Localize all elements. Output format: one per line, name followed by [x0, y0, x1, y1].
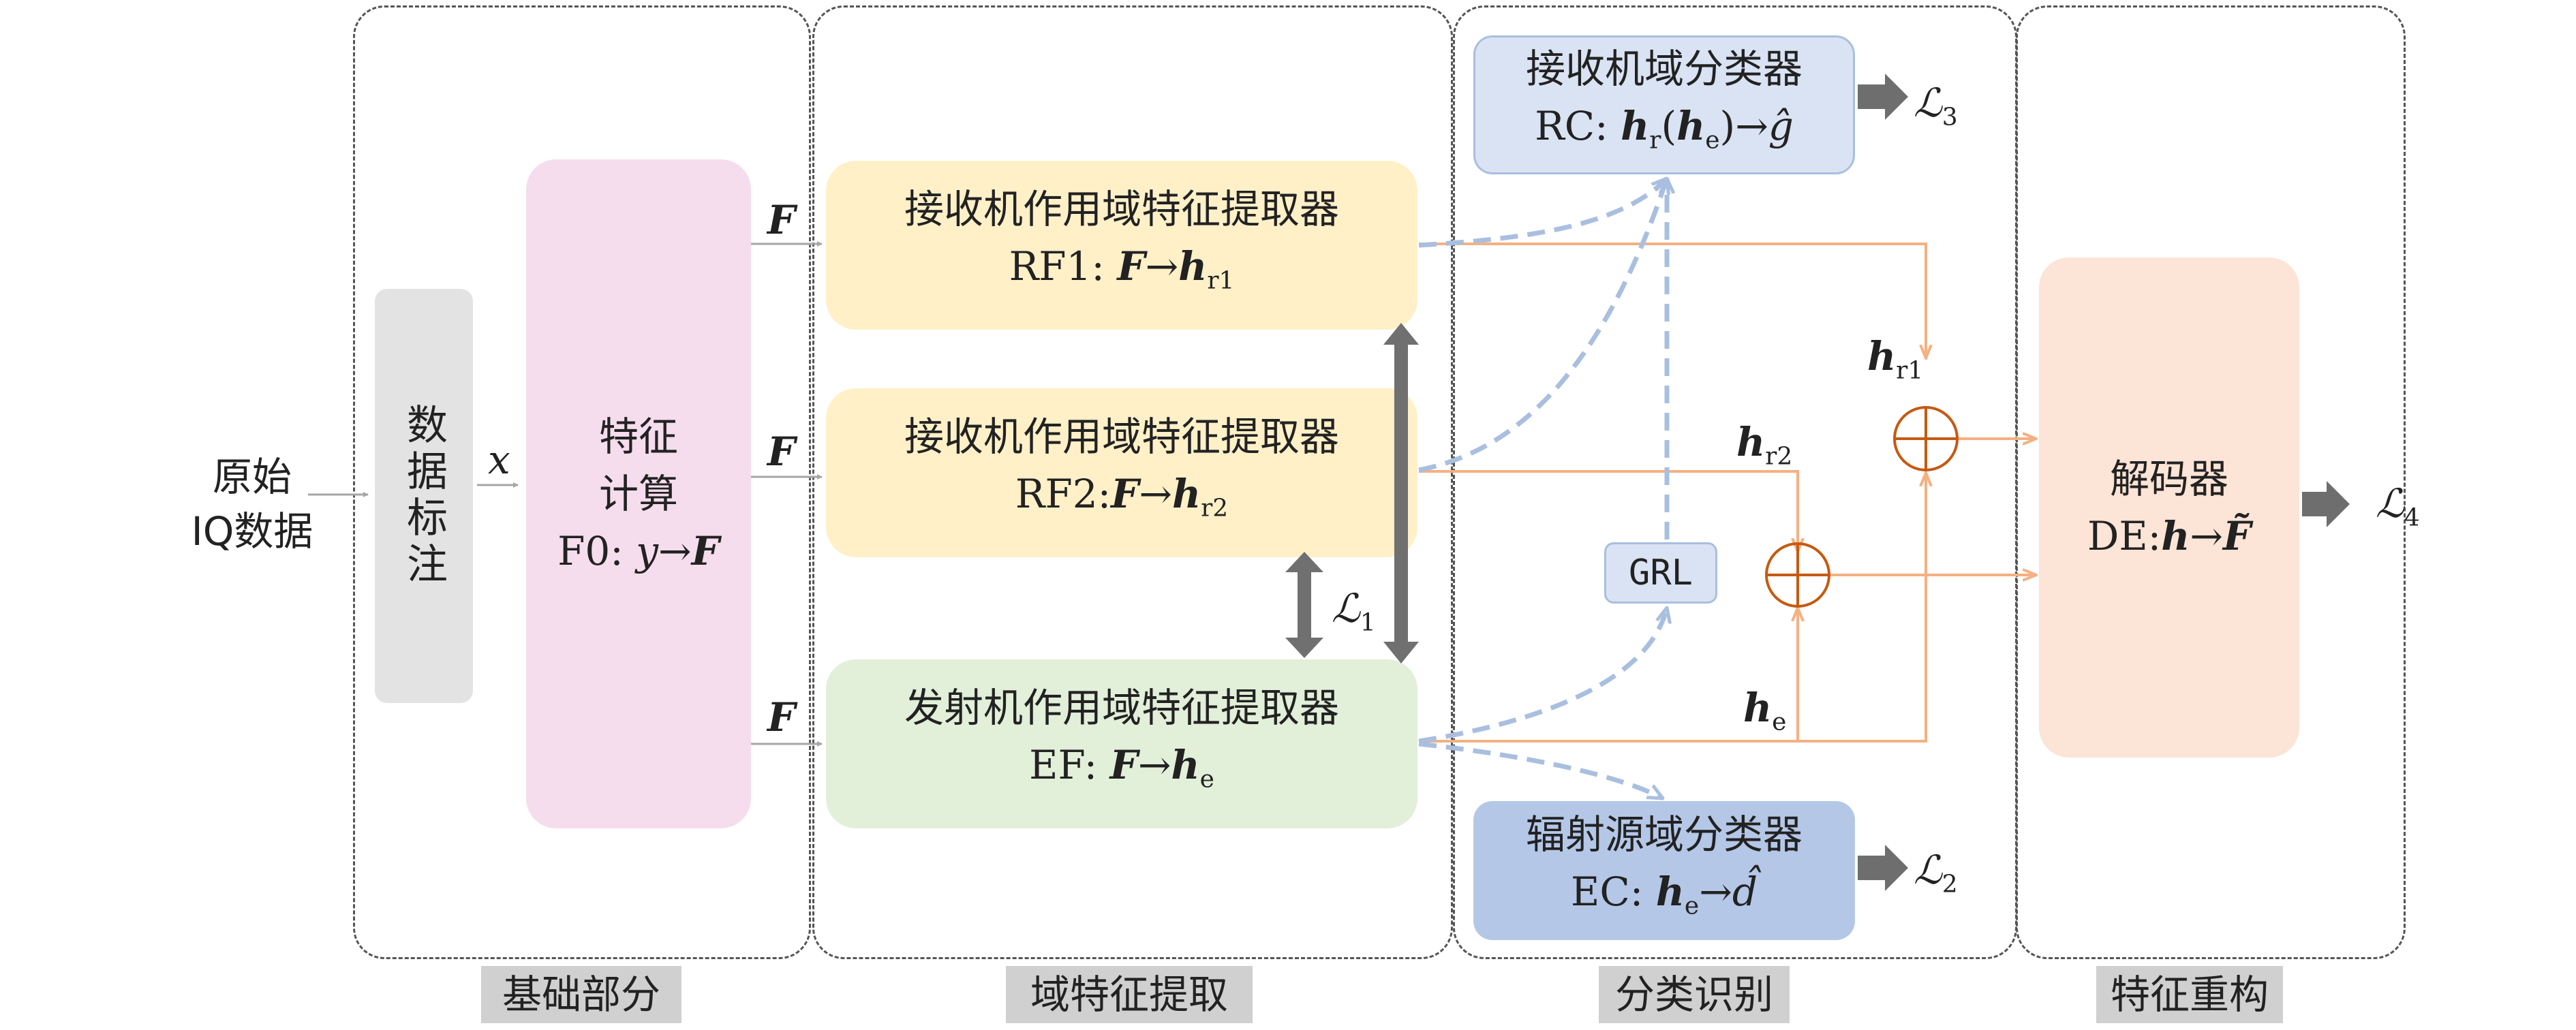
- decoder-h: h: [2161, 513, 2190, 559]
- decoder-box: 解码器 DE:h→F̃: [2039, 258, 2299, 758]
- section-basic: 基础部分: [481, 966, 681, 1023]
- label-h-r1-h: h: [1867, 333, 1897, 379]
- rf1-out: h: [1178, 243, 1208, 290]
- ec-h: h: [1655, 869, 1685, 916]
- rf2-sub: r2: [1201, 494, 1229, 522]
- grl-label: GRL: [1629, 552, 1693, 593]
- rc-hsub: r: [1649, 126, 1661, 155]
- rc-open: (: [1661, 103, 1677, 150]
- data-labeling-text: 数据标注: [399, 403, 448, 589]
- label-h-r1-sub: r1: [1896, 356, 1924, 385]
- rc-arrow: →: [1735, 103, 1768, 150]
- ef-sub: e: [1199, 765, 1214, 794]
- loss-l2: ℒ2: [1914, 846, 1958, 909]
- formula-var: y: [636, 528, 659, 574]
- rc-h: h: [1621, 103, 1650, 150]
- label-h-r2-sub: r2: [1765, 442, 1793, 471]
- ec-formula: EC: he→d̂: [1571, 863, 1758, 935]
- rf1-extractor-box: 接收机作用域特征提取器 RF1: F→hr1: [826, 161, 1417, 330]
- ec-prefix: EC:: [1571, 869, 1656, 916]
- rf2-out: h: [1171, 471, 1201, 518]
- rc-h2: h: [1676, 103, 1706, 150]
- label-h-r1: hr1: [1867, 332, 1923, 395]
- decoder-prefix: DE:: [2087, 513, 2162, 559]
- section-reconstruction: 特征重构: [2096, 966, 2283, 1023]
- rc-formula: RC: hr(he)→ĝ: [1535, 97, 1794, 170]
- panel-reconstruction: [2016, 5, 2406, 959]
- loss-l3-sub: 3: [1942, 103, 1958, 131]
- label-h-e-h: h: [1743, 685, 1773, 731]
- ef-extractor-box: 发射机作用域特征提取器 EF: F→he: [826, 659, 1417, 828]
- rf1-in: F: [1117, 243, 1146, 290]
- rc-title: 接收机域分类器: [1525, 46, 1803, 93]
- feature-calc-box: 特征 计算 F0: y→F: [526, 159, 751, 828]
- raw-iq-line1: 原始: [212, 454, 292, 500]
- data-labeling-box: 数据标注: [375, 289, 473, 703]
- loss-l4: ℒ4: [2376, 480, 2420, 542]
- raw-iq-line2: IQ数据: [191, 508, 313, 555]
- ec-arrow: →: [1699, 869, 1732, 916]
- loss-l2-symbol: ℒ: [1914, 847, 1942, 893]
- section-classification: 分类识别: [1599, 966, 1790, 1023]
- ef-title: 发射机作用域特征提取器: [904, 685, 1339, 732]
- rf2-formula: RF2:F→hr2: [1015, 465, 1228, 537]
- rf2-title: 接收机作用域特征提取器: [904, 413, 1339, 461]
- input-variable-x: x: [488, 437, 510, 483]
- ef-out: h: [1171, 742, 1200, 789]
- decoder-formula: DE:h→F̃: [2087, 508, 2251, 565]
- rf1-prefix: RF1:: [1009, 243, 1118, 290]
- rf2-prefix: RF2:: [1015, 471, 1111, 518]
- arrow-label-f2: F: [767, 428, 796, 475]
- ec-classifier-box: 辐射源域分类器 EC: he→d̂: [1473, 801, 1855, 940]
- rf2-extractor-box: 接收机作用域特征提取器 RF2:F→hr2: [826, 388, 1417, 557]
- ef-prefix: EF:: [1029, 742, 1110, 789]
- ec-hsub: e: [1684, 892, 1700, 920]
- ec-title: 辐射源域分类器: [1525, 811, 1803, 858]
- rc-prefix: RC:: [1535, 103, 1621, 150]
- rc-h2sub: e: [1705, 126, 1720, 155]
- label-h-e: he: [1743, 684, 1786, 747]
- grl-box: GRL: [1604, 542, 1717, 604]
- feature-calc-formula: F0: y→F: [557, 522, 720, 580]
- arrow-label-f1: F: [767, 197, 796, 243]
- decoder-out: F̃: [2222, 513, 2252, 559]
- rf1-sub: r1: [1207, 266, 1235, 295]
- rf1-arrow: →: [1145, 243, 1179, 290]
- label-h-r2-h: h: [1736, 419, 1766, 465]
- loss-l3-symbol: ℒ: [1914, 80, 1942, 126]
- ef-formula: EF: F→he: [1029, 736, 1214, 809]
- formula-out: F: [691, 528, 720, 574]
- rc-out: ĝ: [1768, 103, 1794, 150]
- ec-out: d̂: [1732, 869, 1758, 916]
- rc-classifier-box: 接收机域分类器 RC: hr(he)→ĝ: [1473, 35, 1855, 174]
- ef-arrow: →: [1137, 742, 1171, 789]
- rf1-formula: RF1: F→hr1: [1009, 238, 1235, 310]
- section-domain-extraction: 域特征提取: [1006, 966, 1253, 1023]
- loss-l4-sub: 4: [2404, 503, 2420, 532]
- rf2-arrow: →: [1139, 471, 1172, 518]
- panel-basic: [353, 5, 811, 959]
- feature-calc-line1: 特征: [598, 413, 678, 460]
- ef-in: F: [1109, 742, 1138, 789]
- loss-l1: ℒ1: [1332, 584, 1376, 647]
- rf1-title: 接收机作用域特征提取器: [904, 186, 1339, 233]
- loss-l2-sub: 2: [1942, 870, 1958, 899]
- loss-l4-symbol: ℒ: [2376, 480, 2404, 527]
- arrow-label-f3: F: [767, 694, 796, 740]
- rf2-in: F: [1111, 471, 1139, 518]
- rc-close: ): [1719, 103, 1736, 150]
- formula-arrow: →: [658, 528, 692, 574]
- label-h-e-sub: e: [1772, 708, 1787, 736]
- loss-l1-sub: 1: [1360, 608, 1376, 637]
- decoder-arrow: →: [2190, 513, 2223, 559]
- feature-calc-line2: 计算: [598, 471, 678, 517]
- raw-iq-input: 原始 IQ数据: [184, 450, 320, 559]
- decoder-title: 解码器: [2109, 456, 2228, 502]
- formula-prefix: F0:: [557, 528, 637, 574]
- label-h-r2: hr2: [1736, 418, 1792, 481]
- loss-l1-symbol: ℒ: [1332, 585, 1360, 631]
- loss-l3: ℒ3: [1914, 79, 1958, 142]
